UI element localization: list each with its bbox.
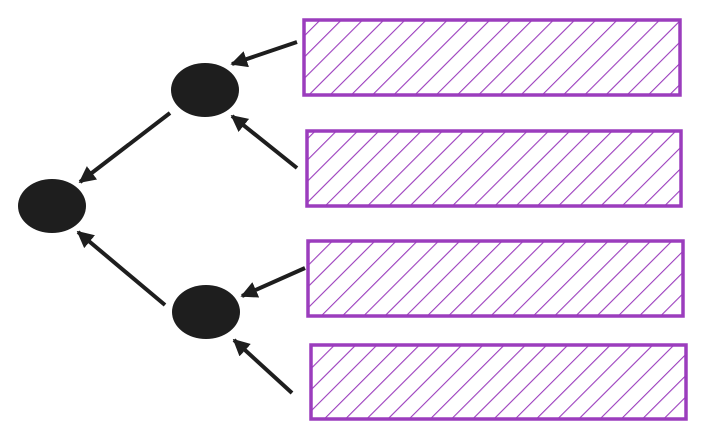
lower-merge-node — [172, 285, 240, 339]
hatched-block-2 — [305, 129, 683, 208]
arrow-block-2-to-upper-node — [230, 114, 299, 170]
arrow-block-4-to-lower-node — [232, 338, 294, 395]
arrow-block-3-to-lower-node — [240, 266, 306, 298]
hatched-block-3 — [306, 239, 685, 318]
arrow-lower-node-to-root — [76, 230, 167, 307]
arrow-upper-node-to-root — [78, 111, 172, 184]
hatched-block-1 — [302, 18, 682, 97]
hatched-block-4 — [309, 343, 688, 421]
arrow-block-1-to-upper-node — [230, 40, 298, 68]
root-node — [18, 179, 86, 233]
upper-merge-node — [171, 63, 239, 117]
